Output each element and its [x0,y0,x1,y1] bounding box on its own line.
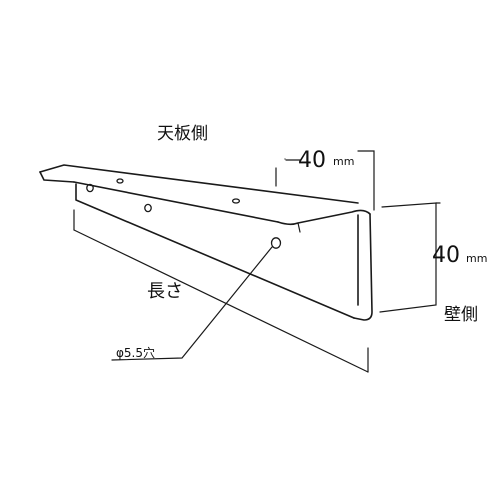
top-flange [39,164,371,226]
dimension-lines [73,150,441,373]
hole-top-2 [116,178,124,184]
top-dimension-value: 40 [298,148,326,173]
hole-side-1 [270,237,282,249]
top-side-label: 天板側 [157,124,208,144]
top-dimension-unit: mm [333,155,354,168]
length-label: 長さ [147,281,183,302]
hole-top-4 [231,198,241,204]
hole-top-3 [144,203,152,213]
vertical-flange [75,183,373,321]
mounting-holes [86,178,282,249]
side-dimension-value: 40 [432,243,460,268]
hole-top-1 [86,183,94,193]
side-dimension-unit: mm [466,252,487,265]
wall-side-label: 壁側 [444,305,478,325]
hole-label: φ5.5穴 [116,345,155,360]
hole-leader [111,246,273,361]
